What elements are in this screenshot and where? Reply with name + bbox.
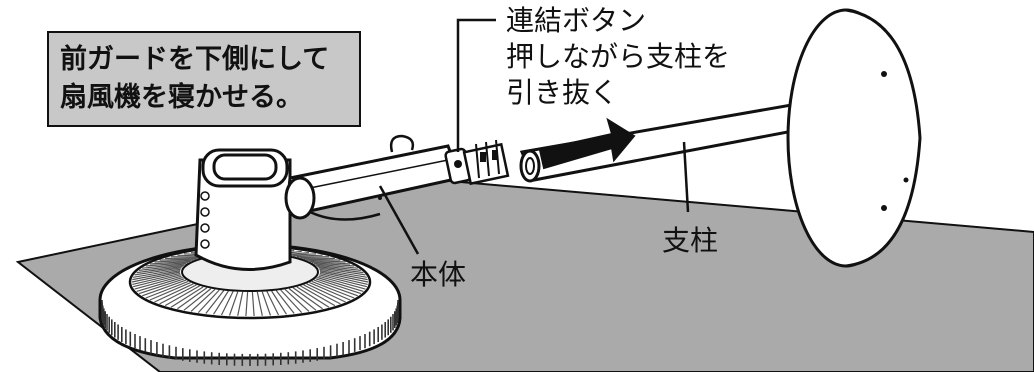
label-connect-button: 連結ボタン <box>506 4 646 37</box>
label-pole: 支柱 <box>662 224 718 257</box>
label-body: 本体 <box>410 258 466 291</box>
pull-direction-arrow-icon <box>538 117 636 170</box>
note-line-1: 前ガードを下側にして <box>60 43 329 75</box>
lower-pole <box>284 134 510 221</box>
note-box: 前ガードを下側にして 扇風機を寝かせる。 <box>47 31 361 127</box>
fan-body <box>194 148 292 271</box>
callout-leaders <box>378 18 690 255</box>
upper-pole-assembly <box>519 8 922 268</box>
note-line-2: 扇風機を寝かせる。 <box>60 81 303 113</box>
label-instruction-line-1: 押しながら支柱を <box>506 40 730 73</box>
label-instruction-line-2: 引き抜く <box>506 76 618 109</box>
